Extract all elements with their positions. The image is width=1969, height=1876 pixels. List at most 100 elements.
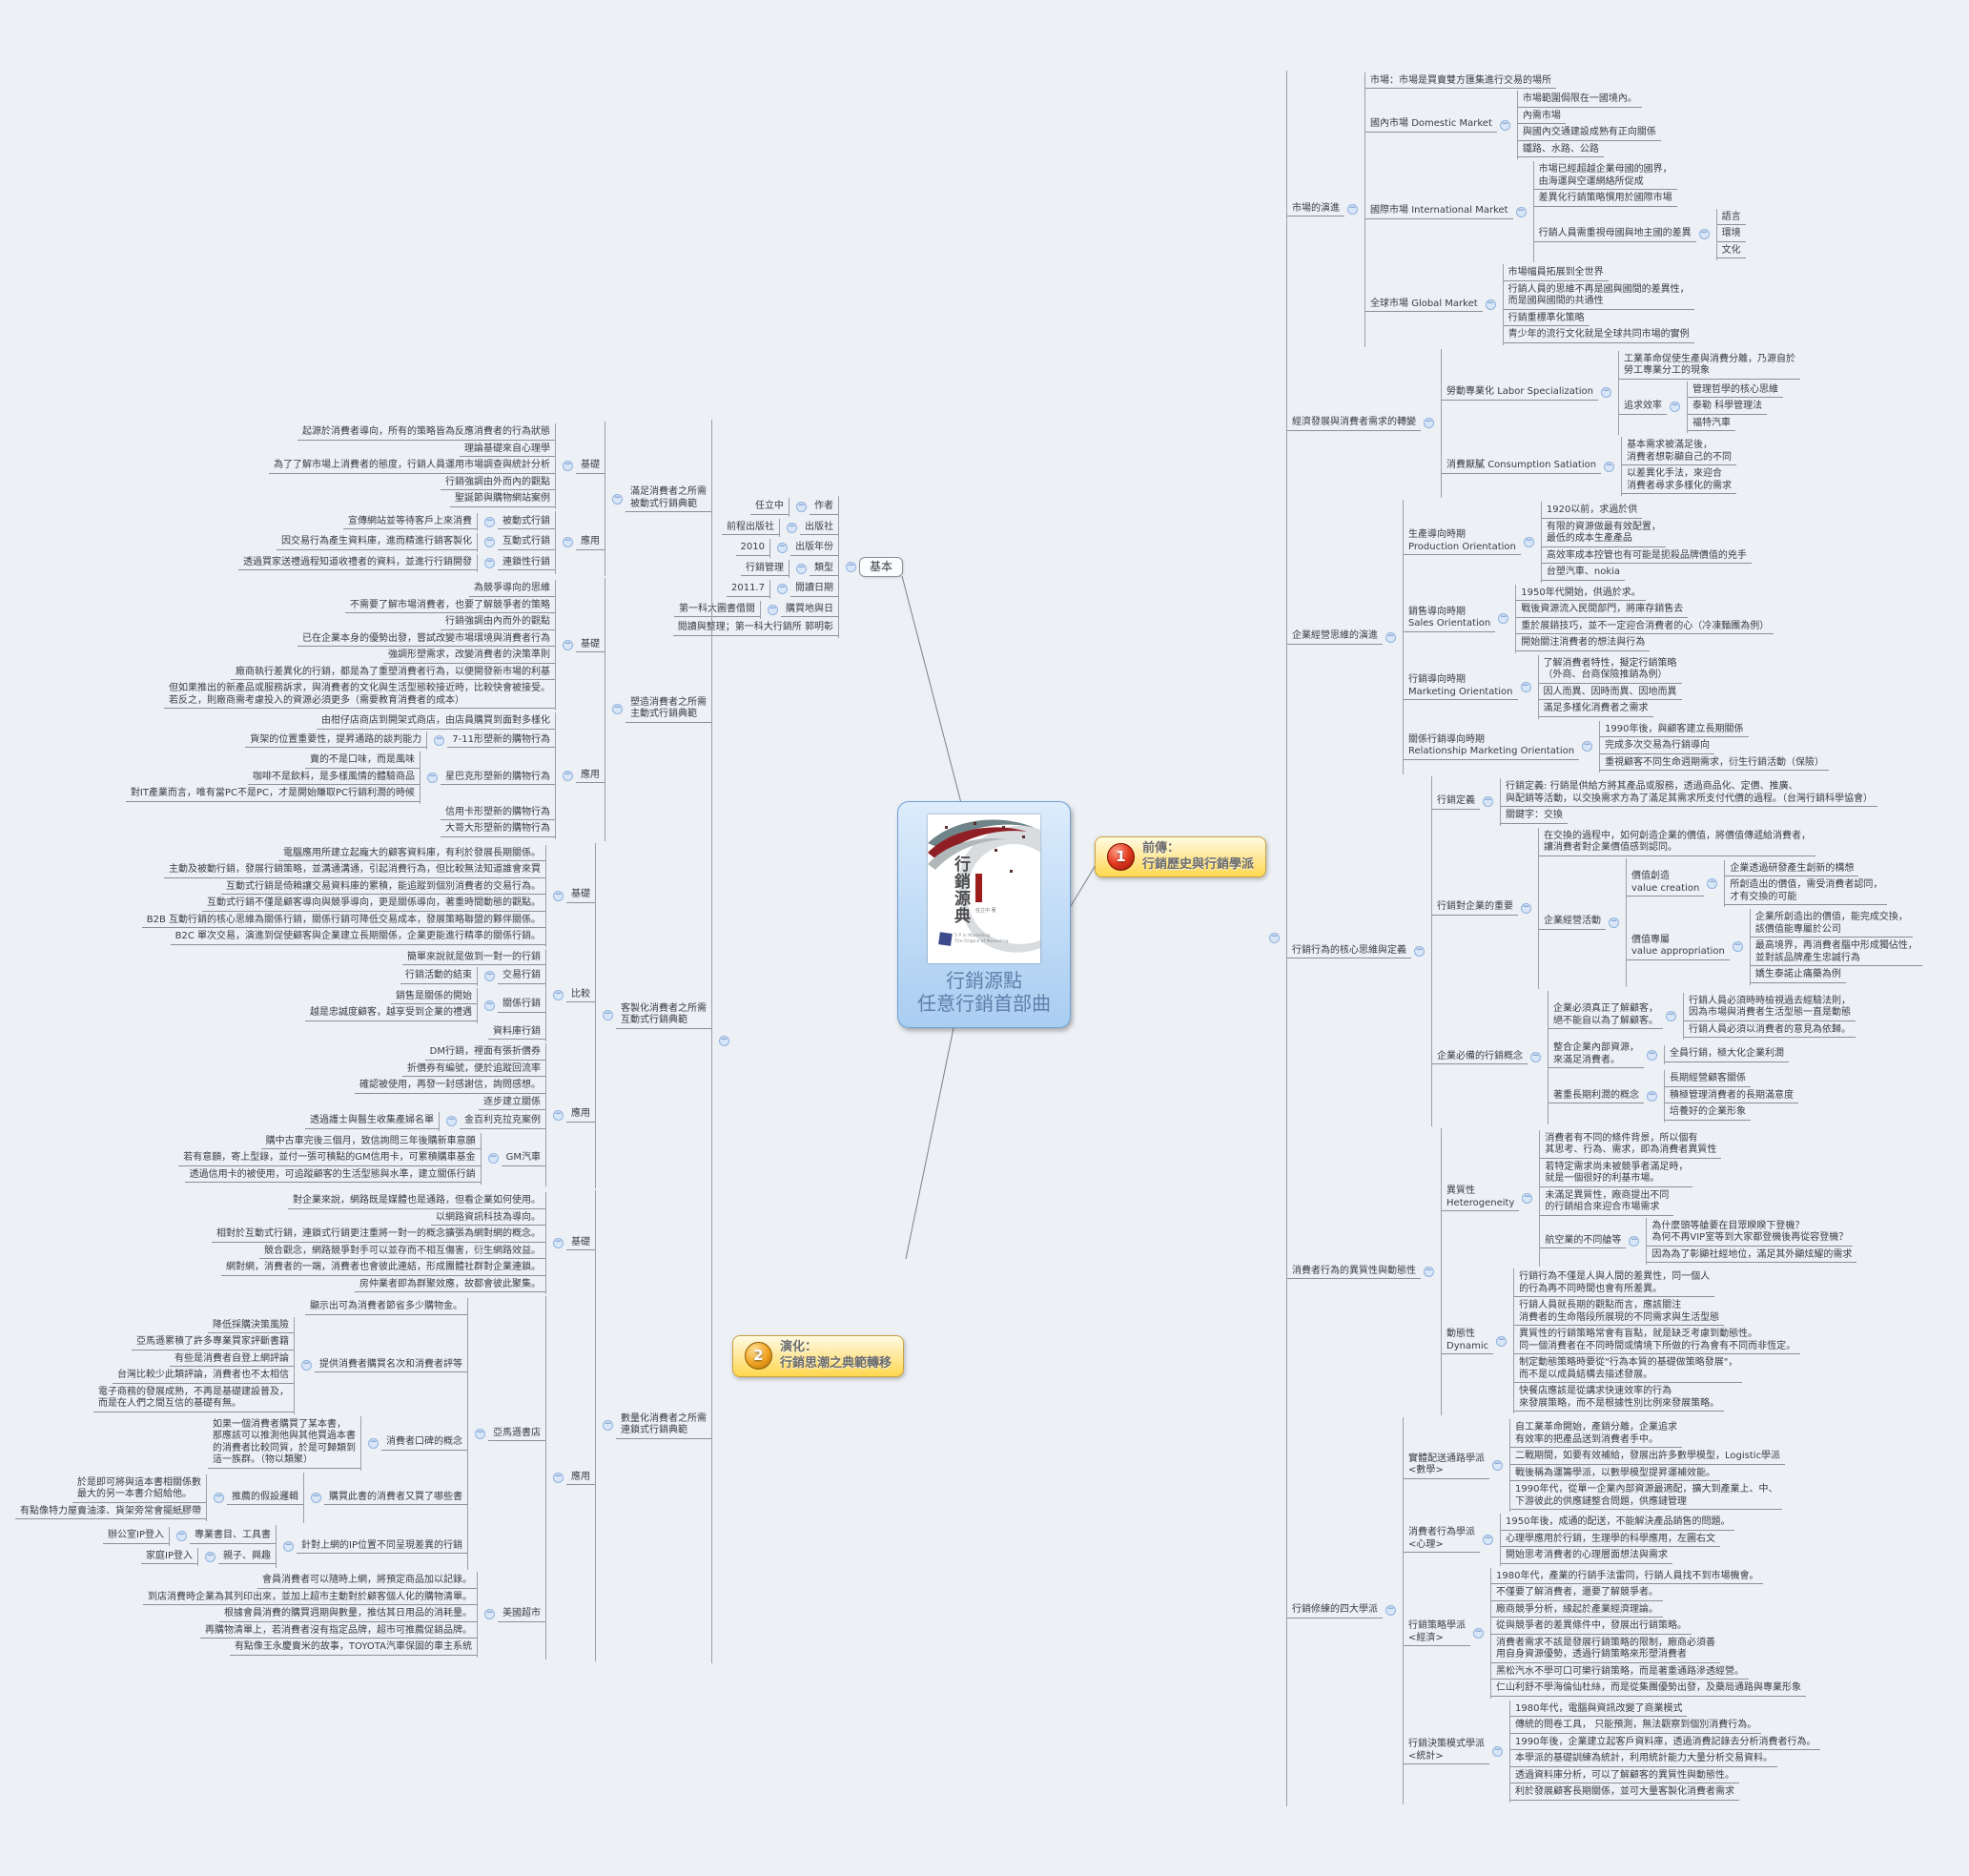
topic-label[interactable]: 整合企業內部資源， 來滿足消費者。	[1549, 1041, 1645, 1068]
collapse-icon[interactable]: −	[483, 515, 495, 527]
topic-label[interactable]: 生產導向時期 Production Orientation	[1404, 528, 1521, 556]
topic-label[interactable]: 如果一個消費者購買了某本書， 那應該可以推測他與其他買過本書 的消費者比較同質，…	[207, 1418, 360, 1469]
topic-label[interactable]: 1990年後，企業建立起客戶資料庫，透過消費記錄去分析消費者行為。	[1510, 1736, 1821, 1750]
topic-label[interactable]: 關係行銷	[497, 998, 545, 1013]
topic-label[interactable]: 行銷行為不僅是人與人間的差異性，同一個人 的行為再不同時間也會有所差異。	[1514, 1270, 1715, 1297]
topic-label[interactable]: 行銷對企業的重要	[1432, 900, 1519, 916]
topic-label[interactable]: 了解消費者特性，擬定行銷策略 （外商、台商保險推銷為例）	[1538, 657, 1682, 684]
topic-label[interactable]: 起源於消費者導向，所有的策略皆為反應消費者的行為狀態	[297, 425, 555, 441]
topic-label[interactable]: 咖啡不是飲料，是多樣風情的體驗商品	[247, 771, 420, 785]
collapse-icon[interactable]: −	[552, 988, 564, 1000]
topic-label[interactable]: 家庭IP登入	[141, 1550, 197, 1564]
topic-label[interactable]: 與國內交通建設成熟有正向關係	[1517, 126, 1661, 141]
collapse-icon[interactable]: −	[1483, 795, 1494, 808]
topic-label[interactable]: 若特定需求尚未被競爭者滿足時， 就是一個很好的利基市場。	[1540, 1161, 1693, 1187]
topic-label[interactable]: GM汽車	[501, 1151, 545, 1166]
topic-label[interactable]: 行銷決策模式學派 <統計>	[1404, 1738, 1490, 1764]
topic-label[interactable]: 房仲業者即為群聚效應，故都會彼此聚集。	[354, 1278, 545, 1292]
topic-label[interactable]: 消費者行為學派 <心理>	[1404, 1526, 1481, 1554]
topic-label[interactable]: 重視顧客不同生命週期需求，衍生行銷活動（保險）	[1600, 756, 1830, 771]
topic-label[interactable]: 航空業的不同艙等	[1540, 1234, 1627, 1248]
collapse-icon[interactable]: −	[776, 542, 788, 554]
collapse-icon[interactable]: −	[1520, 680, 1531, 692]
topic-label[interactable]: 全員行銷，極大化企業利潤	[1665, 1047, 1790, 1062]
topic-label[interactable]: 7-11形塑新的購物行為	[447, 733, 555, 748]
topic-label[interactable]: 應用	[575, 769, 605, 783]
collapse-icon[interactable]: −	[718, 1035, 729, 1047]
topic-label[interactable]: 企業經營活動	[1539, 915, 1607, 930]
collapse-icon[interactable]: −	[562, 769, 573, 781]
topic-label[interactable]: 從與競爭者的差異條件中，發展出行銷策略。	[1491, 1619, 1692, 1635]
topic-label[interactable]: 強調形塑需求，改變消費者的決策準則	[382, 649, 555, 664]
topic-label[interactable]: 仁山利舒不學海倫仙杜絲，而是從集團優勢出發，及藥局通路與專業形象	[1491, 1681, 1807, 1697]
topic-label[interactable]: 1980年代，產業的行銷手法雷同，行銷人員找不到市場機會。	[1491, 1570, 1764, 1584]
topic-label[interactable]: 市場已經超越企業母國的國界， 由海運與空運網絡所促成	[1533, 163, 1677, 190]
topic-label[interactable]: 主動及被動行銷，發展行銷策略，並溝通溝通，引起消費行為，但比較無法知道誰會來買	[163, 863, 545, 878]
topic-label[interactable]: 折價券有編號，便於追蹤回流率	[401, 1062, 545, 1077]
topic-label[interactable]: 快餐店應該是從講求快速效率的行為 來發展策略，而不是根據性別比例來發展策略。	[1514, 1385, 1725, 1412]
collapse-icon[interactable]: −	[1666, 1009, 1677, 1021]
topic-label[interactable]: 黑松汽水不學可口可樂行銷策略，而是著重通路滲透經營。	[1491, 1665, 1750, 1680]
topic-label[interactable]: 1980年代，電腦與資訊改變了商業模式	[1510, 1702, 1688, 1717]
collapse-icon[interactable]: −	[1269, 932, 1281, 943]
topic-label[interactable]: 傳統的問卷工具， 只能預測，無法觀察到個別消費行為。	[1510, 1719, 1762, 1734]
collapse-icon[interactable]: −	[1499, 118, 1510, 131]
topic-label[interactable]: 由柑仔店商店到開架式商店，由店員購買到面對多樣化	[316, 714, 555, 730]
topic-label[interactable]: 環境	[1716, 227, 1746, 242]
topic-label[interactable]: 為了了解市場上消費者的態度，行銷人員運用市場調查與統計分析	[268, 459, 555, 474]
topic-label[interactable]: 語言	[1716, 211, 1746, 225]
topic-label[interactable]: 購中古車完後三個月，致信詢問三年後購新車意願	[260, 1135, 481, 1149]
topic-label[interactable]: 若有意願，寄上型錄，並付一張可積點的GM信用卡，可累積購車基金	[178, 1151, 481, 1166]
topic-label[interactable]: 透過信用卡的被使用，可追蹤顧客的生活型態與水準，建立關係行銷	[184, 1168, 481, 1183]
topic-label[interactable]: 企業所創造出的價值，能完成交換， 該價值能專屬於公司	[1750, 911, 1913, 938]
topic-label[interactable]: 消費者行為的異質性與動態性	[1287, 1265, 1422, 1279]
topic-label[interactable]: 以差異化手法，來迎合 消費者尋求多樣化的需求	[1622, 467, 1737, 494]
collapse-icon[interactable]: −	[611, 703, 623, 715]
collapse-icon[interactable]: −	[552, 889, 564, 901]
topic-label[interactable]: 關鍵字：交換	[1501, 809, 1569, 824]
topic-label[interactable]: 基礎	[575, 459, 605, 474]
topic-label[interactable]: 差異化行銷策略慣用於國際市場	[1533, 192, 1677, 207]
collapse-icon[interactable]: −	[786, 521, 797, 533]
collapse-icon[interactable]: −	[1698, 228, 1710, 240]
topic-label[interactable]: 推薦的假設邏輯	[226, 1491, 303, 1505]
topic-label[interactable]: 長期經營顧客關係	[1665, 1072, 1752, 1087]
topic-label[interactable]: 國內市場 Domestic Market	[1365, 117, 1497, 133]
topic-label[interactable]: 透過買家送禮過程知道收禮者的資料，並進行行銷開發	[237, 556, 477, 570]
topic-label[interactable]: 著重長期利潤的概念	[1549, 1089, 1645, 1103]
topic-label[interactable]: 出版社	[799, 521, 838, 535]
topic-label[interactable]: 利於發展顧客長期關係，並可大量客製化消費者需求	[1510, 1785, 1740, 1801]
topic-label[interactable]: 追求效率	[1619, 400, 1667, 415]
topic-label[interactable]: 辦公室IP登入	[103, 1529, 169, 1544]
topic-label[interactable]: 已在企業本身的優勢出發，嘗試改變市場環境與消費者行為	[297, 632, 555, 647]
topic-label[interactable]: 全球市場 Global Market	[1365, 298, 1483, 312]
topic-label[interactable]: 行銷強調由外而內的觀點	[440, 476, 555, 490]
topic-label[interactable]: 滿足消費者之所需 被動式行銷典範	[625, 485, 711, 512]
topic-label[interactable]: 1950年代開始，供過於求。	[1516, 587, 1646, 601]
collapse-icon[interactable]: −	[1522, 1191, 1533, 1204]
topic-label[interactable]: 消費者口碑的概念	[380, 1435, 467, 1451]
topic-label[interactable]: 價值專屬 value appropriation	[1627, 934, 1730, 960]
topic-label[interactable]: 交易行銷	[497, 969, 545, 984]
topic-label[interactable]: 會員消費者可以隨時上網，將預定商品加以記錄。	[256, 1574, 477, 1589]
topic-label[interactable]: 行銷重標準化策略	[1503, 312, 1590, 326]
collapse-icon[interactable]: −	[1424, 1265, 1435, 1277]
collapse-icon[interactable]: −	[552, 1471, 564, 1483]
topic-label[interactable]: 基礎	[565, 888, 595, 903]
topic-label[interactable]: 嬌生泰諾止痛藥為例	[1750, 968, 1846, 983]
topic-label[interactable]: 任立中	[749, 500, 789, 515]
topic-label[interactable]: 透過護士與醫生收集產婦名單	[304, 1114, 439, 1129]
topic-label[interactable]: 競合觀念，網路競爭對手可以並存而不相互傷害，衍生網路效益。	[258, 1245, 545, 1259]
topic-label[interactable]: 降低採購決策風險	[207, 1319, 294, 1333]
topic-label[interactable]: 2011.7	[726, 582, 769, 597]
topic-label[interactable]: 實體配送通路學派 <數學>	[1404, 1453, 1490, 1479]
topic-label[interactable]: 企業必備的行銷概念	[1432, 1050, 1528, 1065]
topic-label[interactable]: 完成多次交易為行銷導向	[1600, 739, 1715, 754]
topic-label[interactable]: 高效率成本控管也有可能是扼殺品牌價值的兇手	[1541, 549, 1752, 564]
topic-label[interactable]: 對企業來說，網路既是媒體也是通路，但看企業如何使用。	[287, 1194, 545, 1209]
topic-label[interactable]: 戰後稱為運籌學派，以數學模型提昇運補效能。	[1510, 1467, 1721, 1481]
topic-label[interactable]: 行銷人員的思維不再是國與國間的差異性， 而是國與國間的共通性	[1503, 283, 1694, 310]
topic-label[interactable]: 勞動專業化 Labor Specialization	[1442, 385, 1598, 401]
topic-label[interactable]: 美國超市	[497, 1607, 545, 1622]
